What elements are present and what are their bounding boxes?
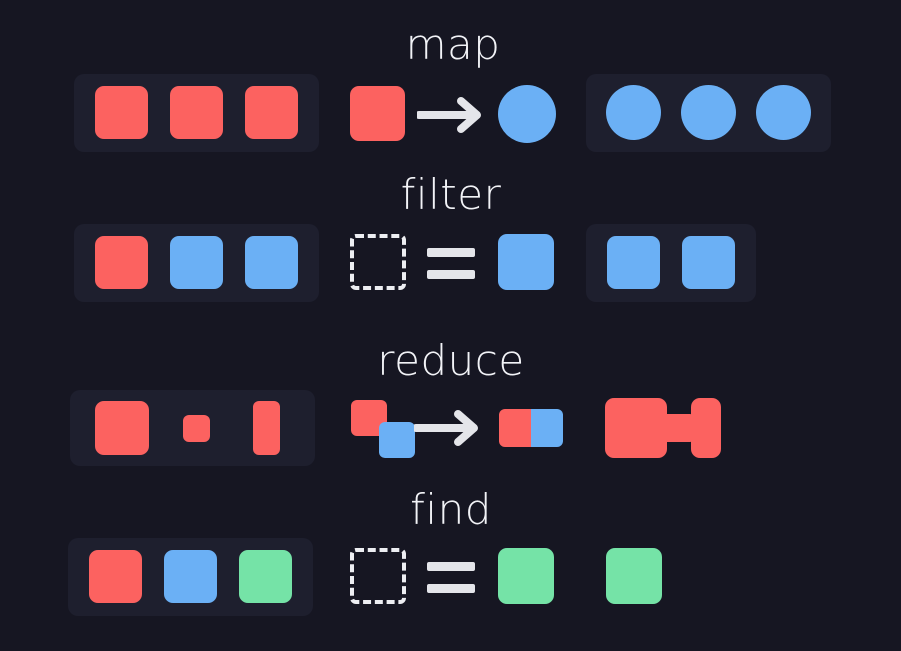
filter-output-item-2 xyxy=(682,236,735,289)
find-input-array xyxy=(68,538,313,616)
reduce-output-part-small xyxy=(661,414,693,442)
equals-icon xyxy=(427,562,475,593)
reduce-input-array xyxy=(70,390,315,466)
reduce-transform-result-b xyxy=(531,409,563,447)
find-predicate-value xyxy=(498,548,554,604)
reduce-transform-source-b xyxy=(379,422,415,458)
map-input-array xyxy=(74,74,319,152)
operation-title-map: map xyxy=(405,20,501,69)
reduce-output-part-tall xyxy=(691,398,721,458)
map-output-item-2 xyxy=(681,85,736,140)
map-output-item-1 xyxy=(606,85,661,140)
filter-output-array xyxy=(586,224,756,302)
filter-input-array xyxy=(74,224,319,302)
find-input-item-3 xyxy=(239,550,292,603)
map-output-array xyxy=(586,74,831,152)
map-transform-target-circle xyxy=(498,85,556,143)
map-output-item-3 xyxy=(756,85,811,140)
arrow-right-icon xyxy=(414,410,478,446)
filter-input-item-3 xyxy=(245,236,298,289)
reduce-output-merged-blob xyxy=(605,398,721,458)
equals-icon xyxy=(427,248,475,279)
operation-title-find: find xyxy=(410,485,492,534)
reduce-transform-result-a xyxy=(499,409,531,447)
filter-input-item-1 xyxy=(95,236,148,289)
reduce-input-item-large xyxy=(95,401,149,455)
find-input-item-2 xyxy=(164,550,217,603)
find-output-item-1 xyxy=(606,548,662,604)
find-input-item-1 xyxy=(89,550,142,603)
reduce-input-item-tall xyxy=(253,401,280,455)
filter-input-item-2 xyxy=(170,236,223,289)
filter-predicate-value xyxy=(498,234,554,290)
filter-predicate-placeholder xyxy=(350,234,406,290)
map-input-item-1 xyxy=(95,86,148,139)
map-input-item-2 xyxy=(170,86,223,139)
reduce-input-item-small xyxy=(183,415,210,442)
map-input-item-3 xyxy=(245,86,298,139)
map-transform-source-square xyxy=(350,86,405,141)
filter-output-item-1 xyxy=(607,236,660,289)
operation-title-filter: filter xyxy=(400,170,502,219)
reduce-output-part-large xyxy=(605,398,667,458)
find-predicate-placeholder xyxy=(350,548,406,604)
operation-title-reduce: reduce xyxy=(377,336,525,385)
arrow-right-icon xyxy=(417,97,481,133)
